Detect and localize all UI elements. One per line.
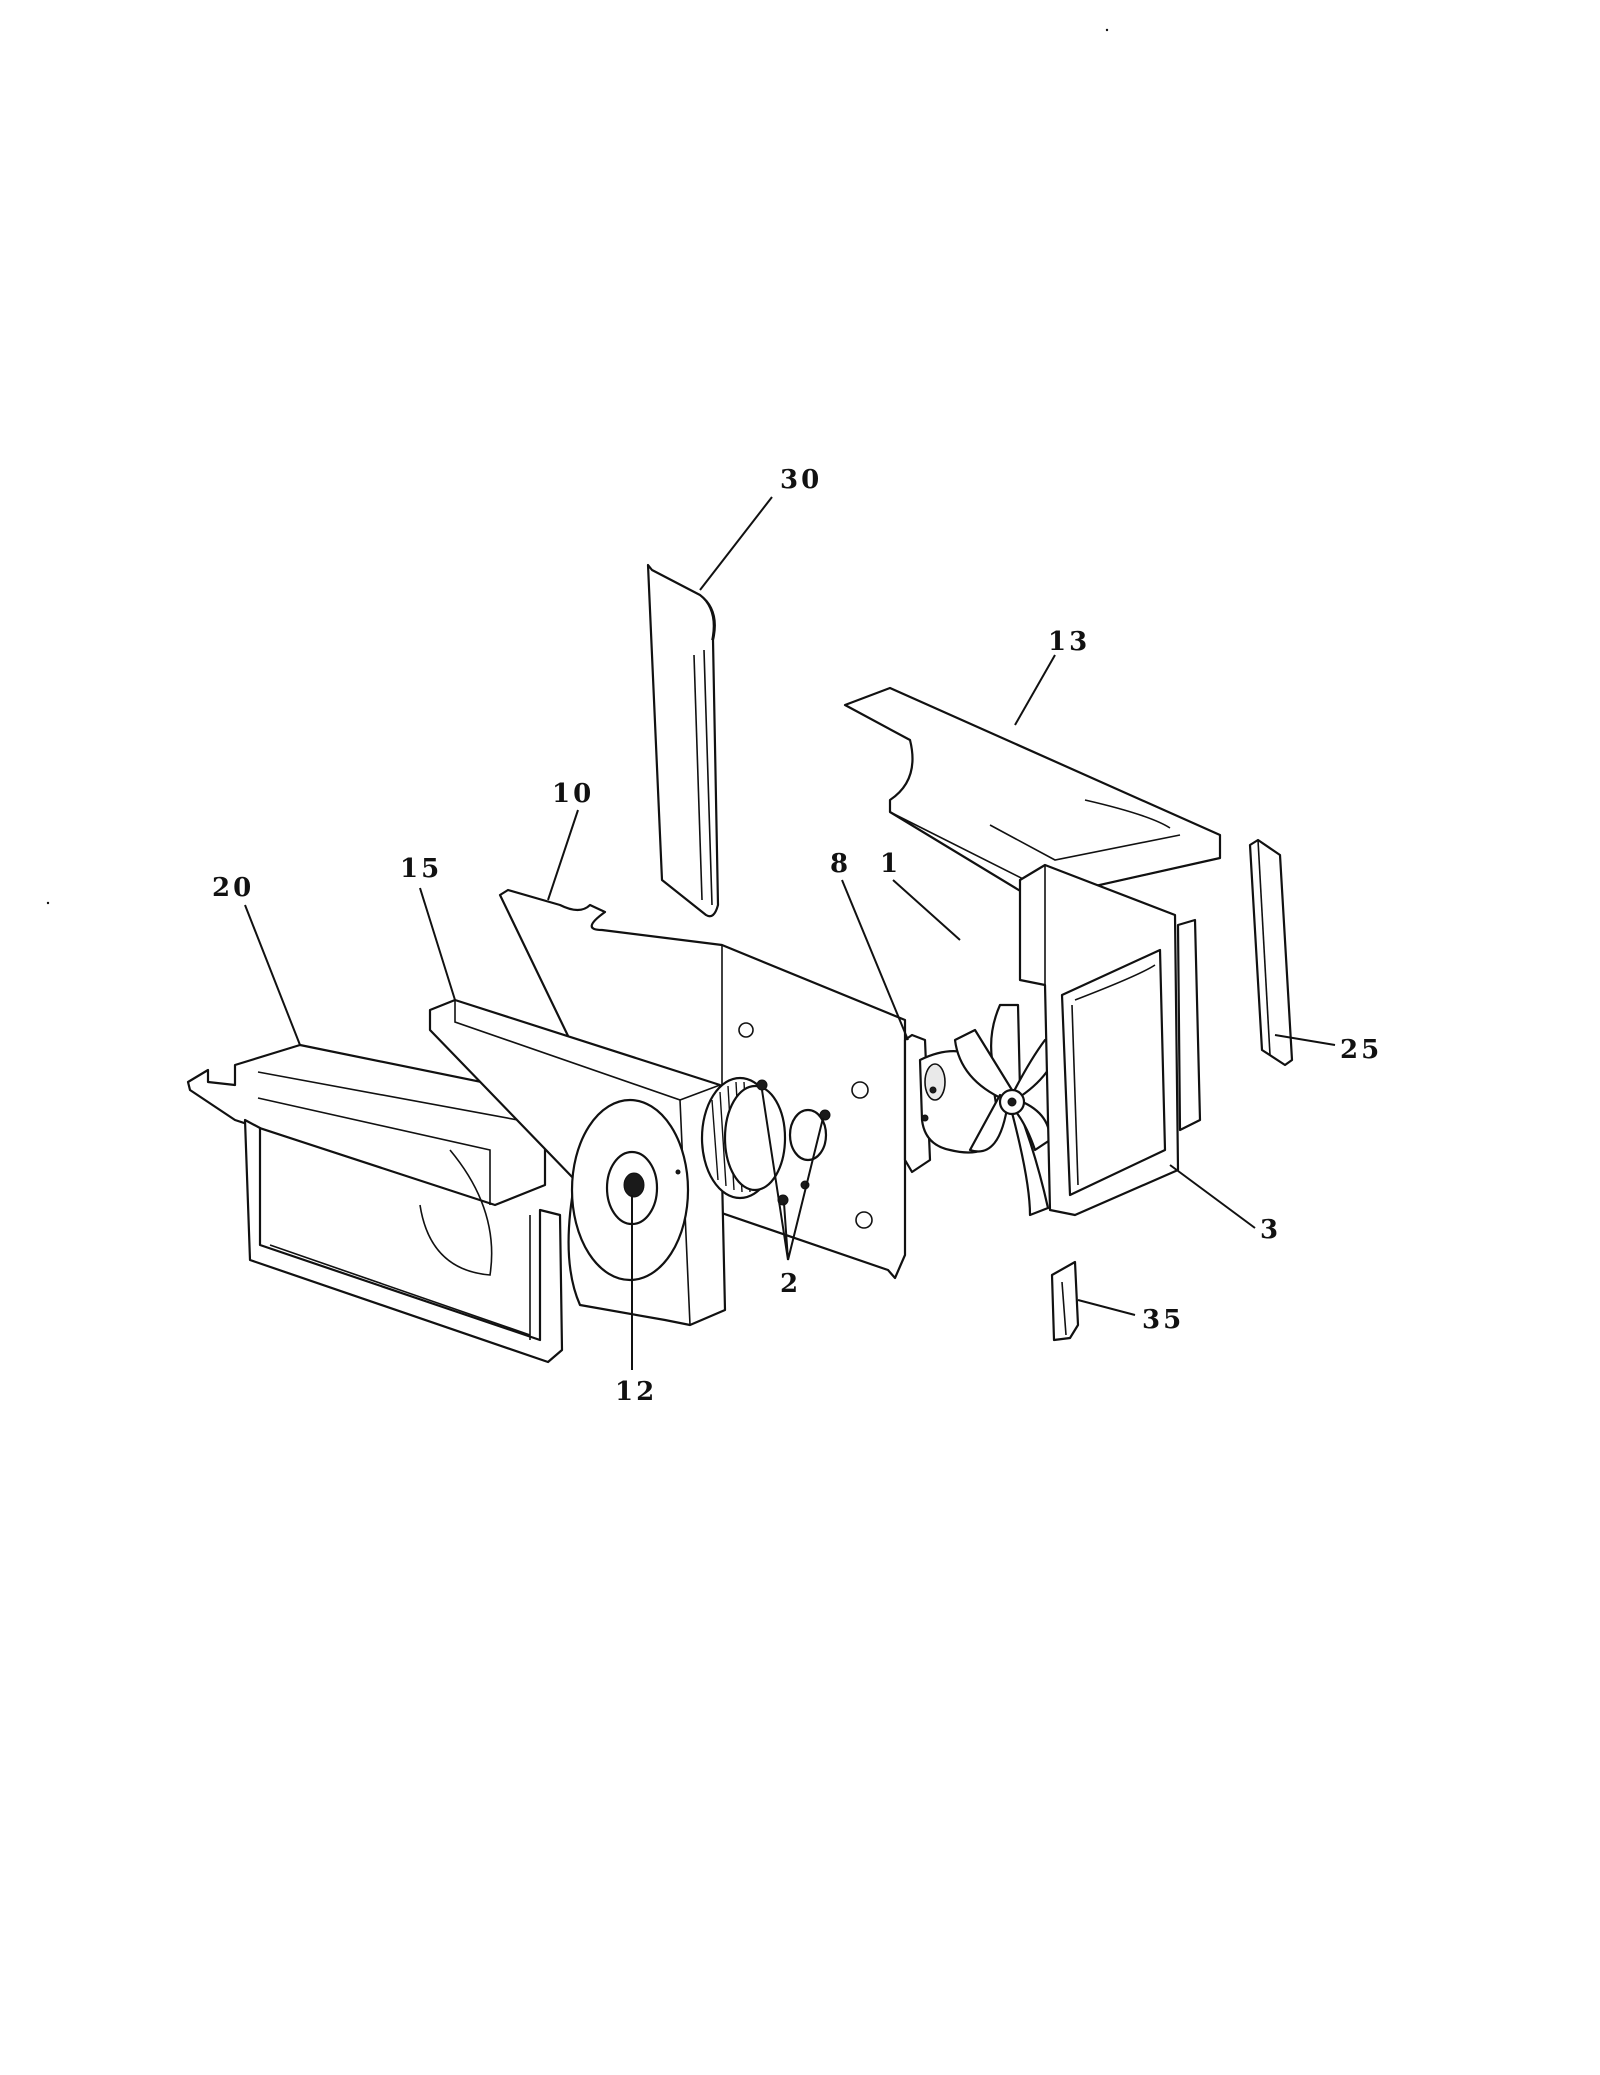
- leader-3: [1169, 1164, 1256, 1229]
- callout-1: 1: [880, 849, 901, 879]
- callout-30: 30: [780, 465, 822, 495]
- part-15-blower-housing: [428, 998, 727, 1327]
- callout-2: 2: [780, 1269, 801, 1299]
- callout-3: 3: [1260, 1215, 1281, 1245]
- part-1-fan: [953, 1003, 1062, 1217]
- callout-labels: 30 13 10 15 20 8 1 25 3 2 35 12: [212, 465, 1382, 1407]
- callout-35: 35: [1142, 1305, 1184, 1335]
- blower-wheel: [700, 1076, 787, 1200]
- leader-20: [244, 904, 301, 1046]
- callout-8: 8: [830, 849, 851, 879]
- callout-10: 10: [552, 779, 594, 809]
- leader-13: [1014, 654, 1056, 726]
- callout-15: 15: [400, 854, 442, 884]
- part-20-front-frame: [186, 1043, 564, 1364]
- leader-25: [1274, 1034, 1336, 1046]
- callout-20: 20: [212, 873, 254, 903]
- leader-10: [547, 809, 579, 901]
- part-35-clip: [1050, 1260, 1080, 1342]
- callout-13: 13: [1048, 627, 1090, 657]
- leader-15: [419, 887, 456, 1001]
- part-25-bracket: [1248, 838, 1294, 1067]
- leader-35: [1077, 1299, 1136, 1316]
- leader-8: [841, 879, 909, 1041]
- scan-speck: [46, 901, 50, 905]
- scan-speck: [1105, 28, 1109, 32]
- leader-1: [892, 879, 961, 941]
- callout-25: 25: [1340, 1035, 1382, 1065]
- leader-lines: [244, 496, 1336, 1370]
- leader-30: [699, 496, 773, 591]
- part-30-curved-panel: [646, 563, 720, 918]
- leader-2: [761, 1089, 824, 1261]
- callout-12: 12: [615, 1377, 657, 1407]
- part-3-condenser-frame: [1018, 863, 1202, 1217]
